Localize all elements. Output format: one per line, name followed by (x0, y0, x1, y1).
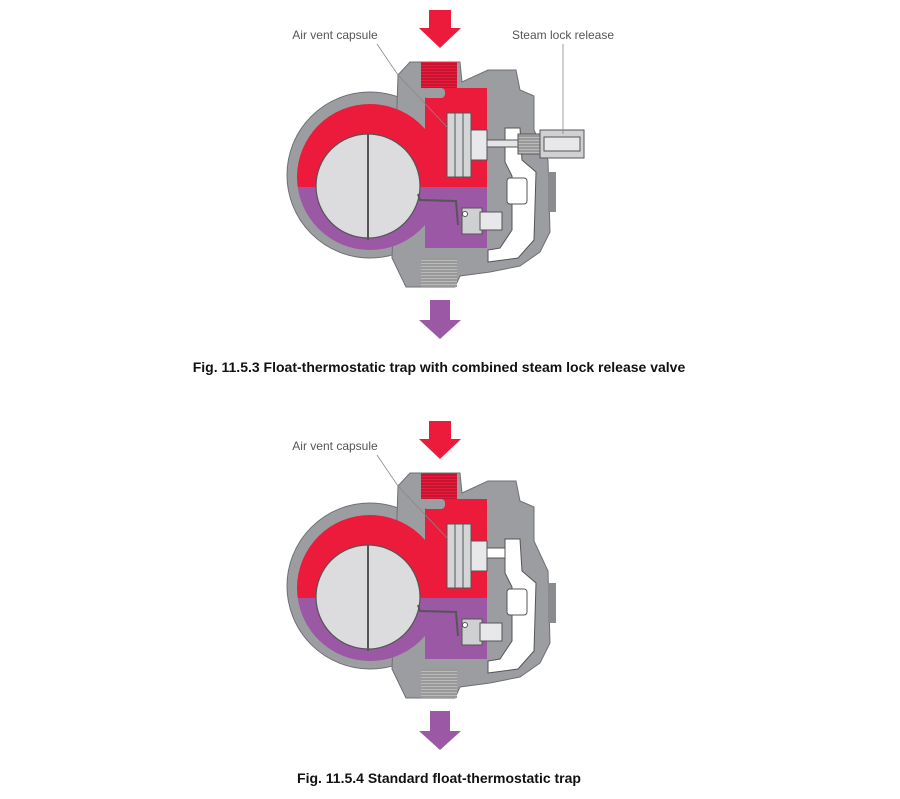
steam-lock-label: Steam lock release (512, 28, 614, 42)
air-vent-label: Air vent capsule (292, 439, 378, 453)
air-vent-label: Air vent capsule (292, 28, 378, 42)
figure-caption: Fig. 11.5.3 Float-thermostatic trap with… (193, 359, 686, 375)
figure-caption: Fig. 11.5.4 Standard float-thermostatic … (297, 770, 581, 786)
figure-11-5-4: Air vent capsule Fig. 11.5.4 Standard fl… (280, 421, 581, 786)
cover-plug (486, 547, 506, 559)
steam-lock-release-valve (486, 129, 585, 159)
figure-11-5-3: Air vent capsule Steam lock release Fig.… (193, 10, 686, 375)
